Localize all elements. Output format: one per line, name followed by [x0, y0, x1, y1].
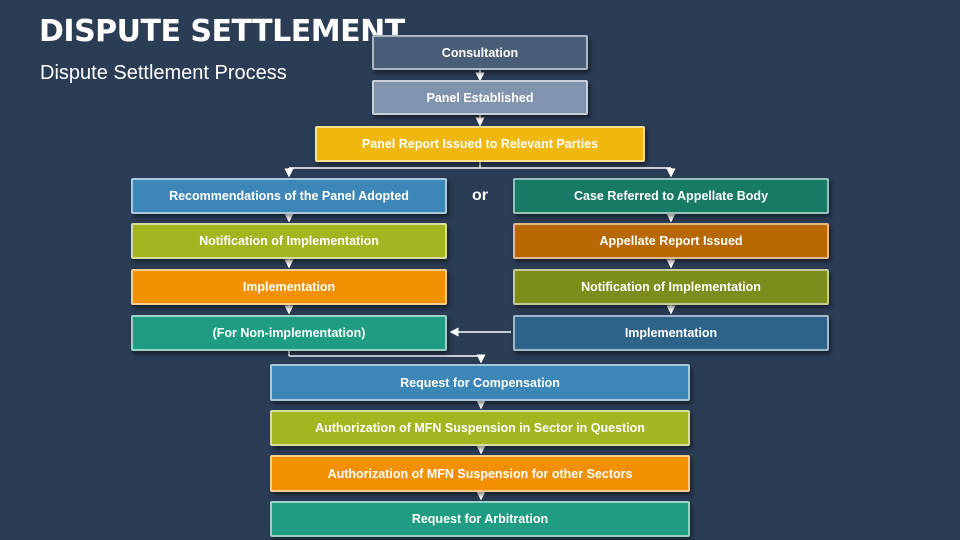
appellate-referral-box: Case Referred to Appellate Body	[513, 178, 829, 214]
request-compensation-box: Request for Compensation	[270, 364, 690, 401]
recommendations-adopted-box: Recommendations of the Panel Adopted	[131, 178, 447, 214]
consultation-box: Consultation	[372, 35, 588, 70]
right-notification-box: Notification of Implementation	[513, 269, 829, 305]
left-notification-box: Notification of Implementation	[131, 223, 447, 259]
mfn-suspension-other-box: Authorization of MFN Suspension for othe…	[270, 455, 690, 492]
mfn-suspension-sector-box: Authorization of MFN Suspension in Secto…	[270, 410, 690, 446]
panel-report-box: Panel Report Issued to Relevant Parties	[315, 126, 645, 162]
non-implementation-box: (For Non-implementation)	[131, 315, 447, 351]
appellate-report-box: Appellate Report Issued	[513, 223, 829, 259]
right-implementation-box: Implementation	[513, 315, 829, 351]
left-implementation-box: Implementation	[131, 269, 447, 305]
request-arbitration-box: Request for Arbitration	[270, 501, 690, 537]
page-subtitle: Dispute Settlement Process	[40, 62, 287, 84]
page-title: DISPUTE SETTLEMENT	[39, 14, 405, 49]
panel-established-box: Panel Established	[372, 80, 588, 115]
or-label: or	[472, 187, 488, 204]
